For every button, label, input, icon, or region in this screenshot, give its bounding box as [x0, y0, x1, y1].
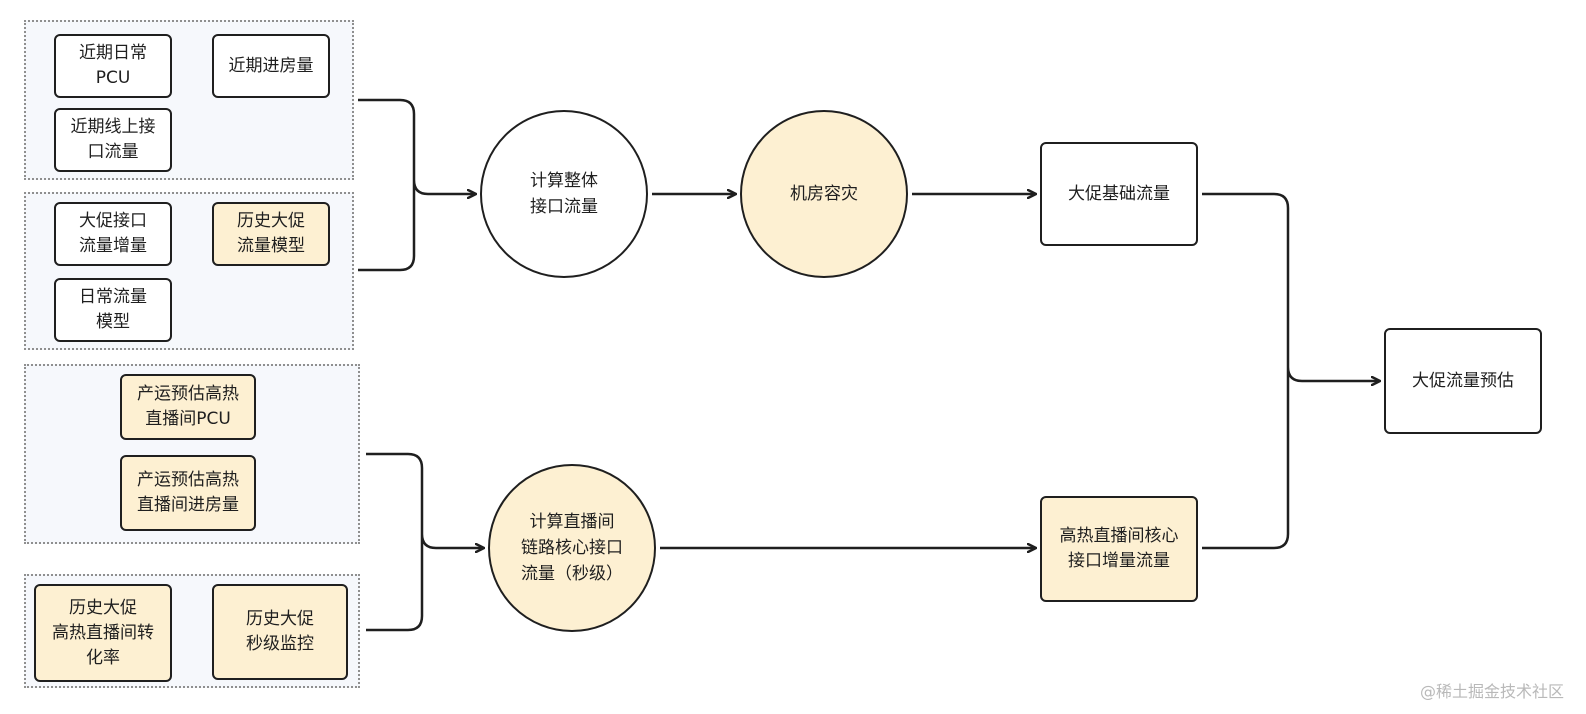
compute-overall-api-traffic-circle: 计算整体 接口流量: [480, 110, 648, 278]
recent-online-api-traffic-box: 近期线上接 口流量: [54, 108, 172, 172]
promo-api-traffic-increment-box: 大促接口 流量增量: [54, 202, 172, 266]
bracket-top-inputs: [358, 98, 429, 272]
watermark: @稀土掘金技术社区: [1419, 682, 1564, 701]
promo-traffic-estimate-box: 大促流量预估: [1384, 328, 1542, 434]
compute-stream-core-api-traffic-circle: 计算直播间 链路核心接口 流量（秒级）: [488, 464, 656, 632]
bracket-right-merge: [1202, 192, 1303, 550]
historical-promo-traffic-model-box: 历史大促 流量模型: [212, 202, 330, 266]
historical-second-level-monitoring-box: 历史大促 秒级监控: [212, 584, 348, 680]
recent-daily-pcu-box: 近期日常 PCU: [54, 34, 172, 98]
bracket-bottom-inputs: [366, 452, 437, 632]
recent-room-entries-box: 近期进房量: [212, 34, 330, 98]
datacenter-disaster-recovery-circle: 机房容灾: [740, 110, 908, 278]
hot-stream-core-api-increment-box: 高热直播间核心 接口增量流量: [1040, 496, 1198, 602]
ops-hot-stream-pcu-box: 产运预估高热 直播间PCU: [120, 374, 256, 440]
promo-base-traffic-box: 大促基础流量: [1040, 142, 1198, 246]
daily-traffic-model-box: 日常流量 模型: [54, 278, 172, 342]
ops-hot-stream-room-entries-box: 产运预估高热 直播间进房量: [120, 455, 256, 531]
historical-hot-stream-conversion-box: 历史大促 高热直播间转 化率: [34, 584, 172, 682]
